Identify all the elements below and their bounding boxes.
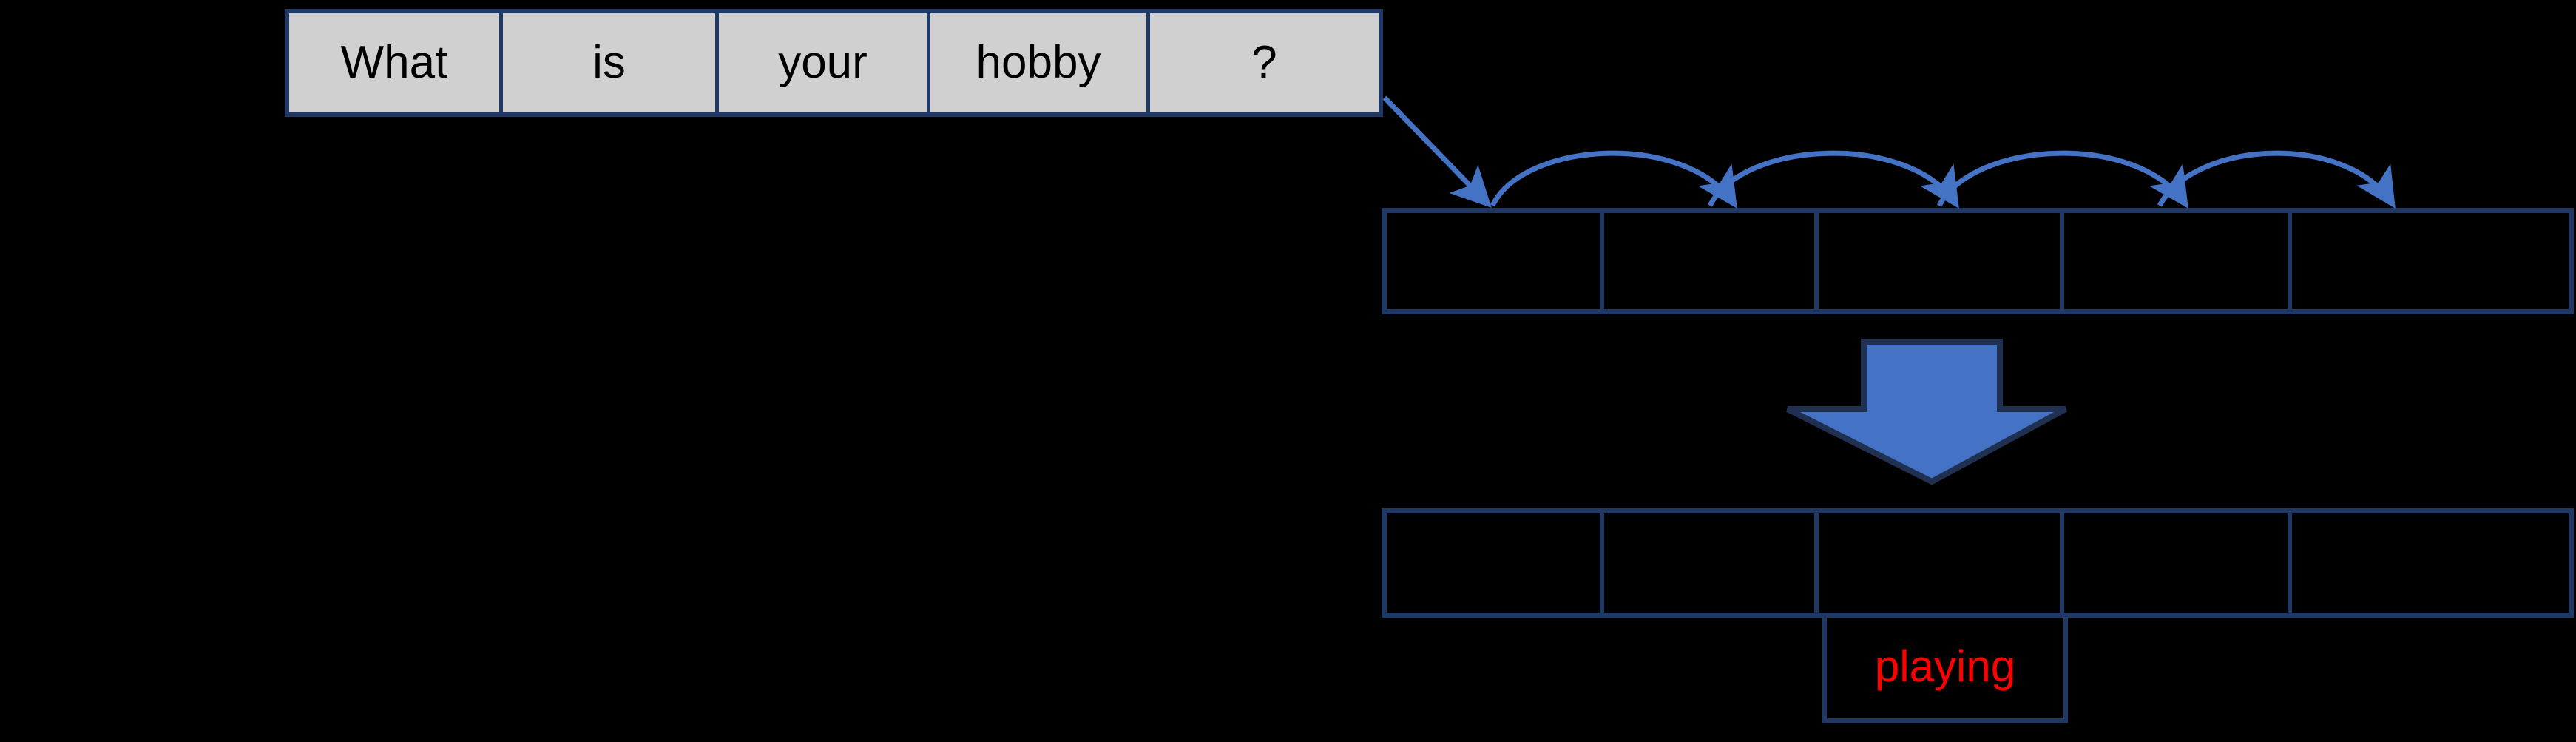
input-token-label-1: What	[340, 37, 448, 88]
decoder-cell-4[interactable]	[2064, 513, 2292, 613]
encoder-token-row	[1382, 208, 2574, 314]
input-token-label-5: ?	[1251, 37, 1277, 88]
encoder-cell-3[interactable]	[1819, 213, 2064, 309]
input-token-cell-1[interactable]: What	[289, 13, 503, 112]
input-token-label-3: your	[778, 37, 868, 88]
output-word-label: playing	[1874, 641, 2016, 691]
decoder-cell-2[interactable]	[1604, 513, 1819, 613]
input-token-row: What is your hobby ?	[285, 9, 1383, 117]
hop-arrow-4	[2157, 150, 2396, 209]
encoder-cell-5[interactable]	[2292, 213, 2569, 309]
input-token-cell-3[interactable]: your	[719, 13, 930, 112]
big-down-arrow-icon	[1786, 339, 2067, 485]
input-token-cell-2[interactable]: is	[503, 13, 719, 112]
decoder-token-row	[1382, 508, 2574, 618]
encoder-cell-1[interactable]	[1387, 213, 1604, 309]
input-token-cell-5[interactable]: ?	[1150, 13, 1379, 112]
hop-arrow-1	[1490, 150, 1737, 209]
hop-arrow-2	[1707, 150, 1959, 209]
decoder-cell-5[interactable]	[2292, 513, 2569, 613]
input-token-label-4: hobby	[976, 37, 1101, 88]
decoder-cell-3[interactable]	[1819, 513, 2064, 613]
entry-arrow	[1382, 95, 1492, 209]
hop-arrow-3	[1936, 150, 2188, 209]
input-token-cell-4[interactable]: hobby	[930, 13, 1150, 112]
output-word-cell[interactable]: playing	[1822, 615, 2068, 723]
encoder-cell-2[interactable]	[1604, 213, 1819, 309]
encoder-cell-4[interactable]	[2064, 213, 2292, 309]
input-token-label-2: is	[592, 37, 626, 88]
decoder-cell-1[interactable]	[1387, 513, 1604, 613]
